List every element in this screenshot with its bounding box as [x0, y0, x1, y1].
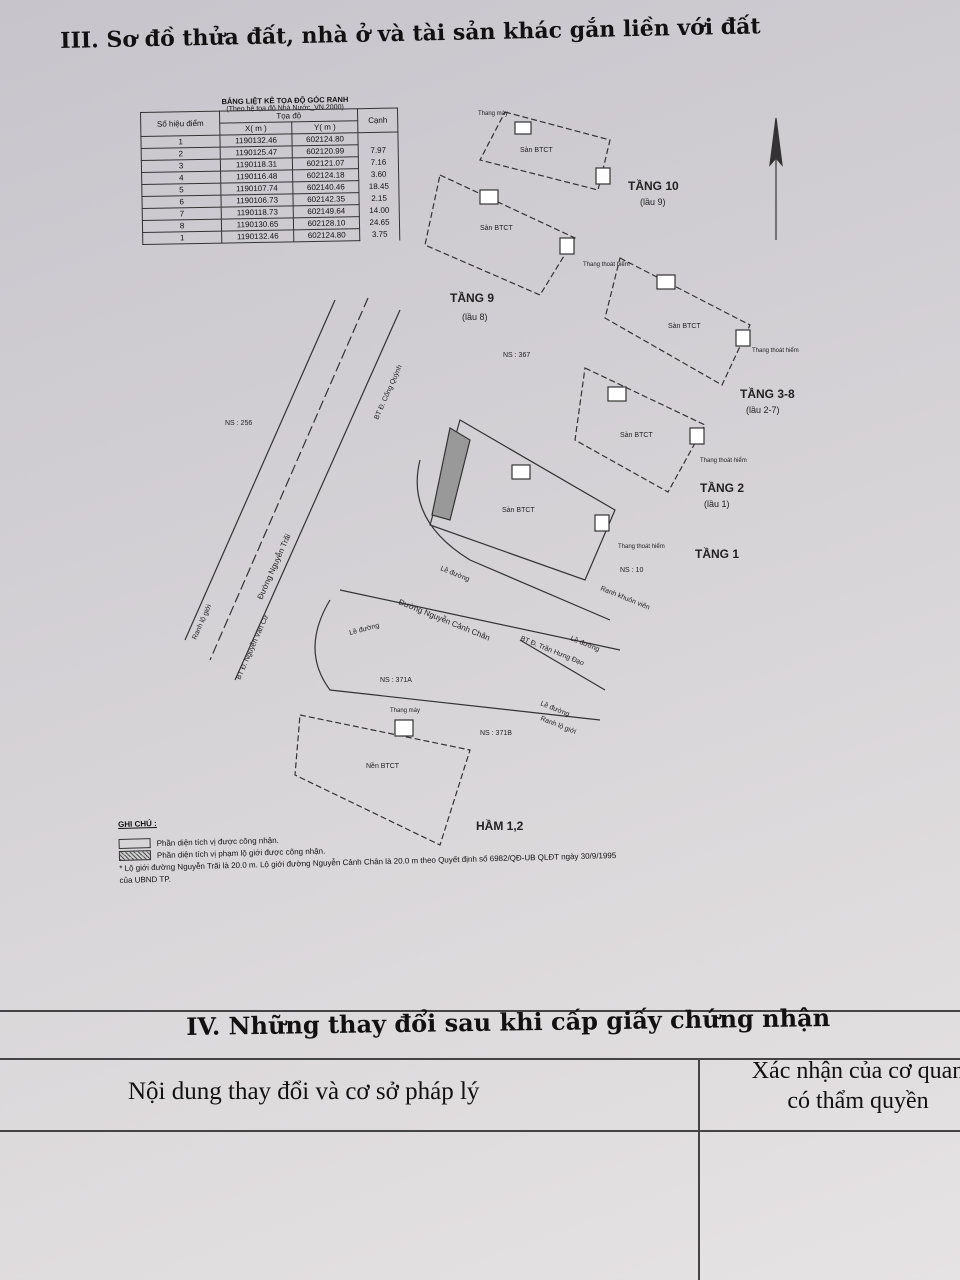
table-divider: [698, 1058, 700, 1280]
table-border: [0, 1130, 960, 1132]
label-le: Lề đường: [569, 634, 601, 654]
label-tang10-sub: (lầu 9): [640, 197, 666, 207]
road-line: [234, 309, 401, 681]
label-thang-may: Thang máy: [478, 111, 508, 117]
confirmation-line-2: có thẩm quyền: [787, 1088, 929, 1114]
table-border: [0, 1058, 960, 1060]
floor38-outline: [604, 257, 751, 386]
label-tang2-sub: (lầu 1): [704, 499, 730, 509]
floor1-stair: [594, 514, 610, 532]
label-ns: NS : 256: [225, 420, 252, 427]
floor1-elevator: [511, 464, 531, 480]
label-san: Sàn BTCT: [520, 147, 553, 154]
label-ranh: Ranh lộ giới: [539, 715, 577, 736]
floor2-outline: [574, 367, 706, 493]
section-4-table: [0, 1058, 960, 1280]
north-arrow-icon: [769, 117, 783, 240]
basement-elevator: [394, 719, 414, 737]
label-bt: BT Đ. Cống Quỳnh: [372, 363, 404, 421]
floor1-violation-area: [431, 427, 471, 521]
road-line: [339, 589, 621, 651]
label-ranh: Ranh lộ giới: [191, 603, 213, 641]
label-thoat-hiem: Thang thoát hiểm: [700, 457, 747, 464]
label-san: Sàn BTCT: [620, 432, 653, 439]
road-line: [519, 639, 606, 691]
label-tang10: TẦNG 10: [628, 178, 679, 193]
label-tang9: TẦNG 9: [450, 290, 494, 305]
floor10-stair: [595, 167, 611, 185]
basement-outline: [294, 714, 471, 846]
label-ns: NS : 371A: [380, 677, 412, 684]
label-san: Sàn BTCT: [480, 225, 513, 232]
label-ns: NS : 371B: [480, 730, 512, 737]
floor38-stair: [735, 329, 751, 347]
legend-item-1: Phần diện tích vị được công nhận.: [156, 835, 279, 848]
label-tang38: TẦNG 3-8: [740, 386, 795, 401]
label-tang9-sub: (lầu 8): [462, 312, 488, 322]
label-ns: NS : 10: [620, 567, 643, 574]
floor9-outline: [424, 174, 576, 296]
land-plot-diagram: TẦNG 10 (lầu 9) TẦNG 9 (lầu 8) TẦNG 3-8 …: [184, 111, 799, 846]
floor10-elevator: [514, 121, 532, 135]
label-ranh: Ranh khuôn viên: [599, 585, 650, 611]
label-tang38-sub: (lầu 2-7): [746, 405, 780, 415]
confirmation-line-1: Xác nhận của cơ quan: [751, 1058, 960, 1084]
label-nen: Nền BTCT: [366, 761, 400, 770]
label-le: Lề đường: [439, 564, 471, 584]
road-line: [184, 299, 336, 641]
section-4-title: IV. Những thay đổi sau khi cấp giấy chứn…: [186, 1003, 831, 1041]
label-tang1: TẦNG 1: [695, 546, 739, 561]
label-san: Sàn BTCT: [668, 323, 701, 330]
road-line: [209, 297, 369, 661]
label-tang2: TẦNG 2: [700, 480, 744, 495]
label-san: Sàn BTCT: [502, 507, 535, 514]
legend-dotted-box-icon: [118, 850, 152, 861]
table-col-confirmation: Xác nhận của cơ quan có thẩm quyền: [728, 1056, 960, 1116]
label-thoat-hiem: Thang thoát hiểm: [752, 347, 799, 354]
floor38-elevator: [656, 274, 676, 290]
label-thoat-hiem: Thang thoát hiểm: [618, 543, 665, 550]
label-thoat-hiem: Thang thoát hiểm: [583, 261, 630, 268]
floor2-stair: [689, 427, 705, 445]
legend-box-icon: [118, 838, 151, 849]
road-curve: [416, 459, 611, 621]
floor9-stair: [559, 237, 575, 255]
table-col-content: Nội dung thay đổi và cơ sở pháp lý: [128, 1078, 480, 1105]
road-curve: [314, 599, 601, 721]
floor2-elevator: [607, 386, 627, 402]
floor9-elevator: [479, 189, 499, 205]
label-ns: NS : 367: [503, 352, 530, 359]
label-le: Lề đường: [348, 620, 380, 637]
label-bt: BT Đ. Nguyễn Văn Cừ: [234, 613, 271, 681]
legend: GHI CHÚ : Phần diện tích vị được công nh…: [118, 807, 620, 887]
floor10-outline: [479, 111, 611, 191]
label-thang-may: Thang máy: [390, 708, 420, 714]
label-ham: HẦM 1,2: [476, 818, 524, 833]
section-divider: [0, 1010, 960, 1012]
